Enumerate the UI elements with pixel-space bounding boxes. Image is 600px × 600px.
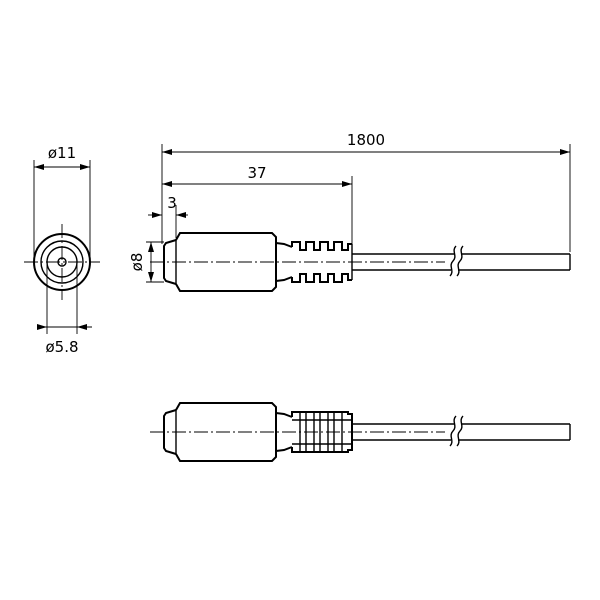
plug-body-outline	[175, 402, 277, 462]
bottom-view	[150, 402, 571, 462]
cable-break-mark	[449, 415, 457, 447]
cable-break-mark	[449, 245, 457, 277]
dim-label-outer-diameter: ø11	[48, 144, 76, 162]
strain-relief-top	[291, 241, 352, 251]
plug-neck-bottom	[275, 276, 293, 282]
dim-label-inner-diameter: ø5.8	[45, 338, 78, 356]
dim-arrow	[77, 324, 87, 330]
plug-neck-top	[275, 412, 293, 418]
dim-label-tip-length: 3	[167, 194, 177, 212]
cable-break-mark	[456, 245, 464, 277]
plug-neck-bottom	[275, 446, 293, 452]
dim-label-cable-length: 1800	[347, 131, 385, 149]
end-view: ø11 ø5.8	[24, 144, 100, 356]
plug-neck-top	[275, 242, 293, 248]
dim-arrow	[37, 324, 47, 330]
dim-label-body-diameter: ø8	[128, 253, 146, 272]
dim-label-connector-length: 37	[247, 164, 266, 182]
side-view: 1800 37 3 ø8	[128, 131, 571, 292]
dim-arrow	[176, 212, 186, 218]
plug-body-outline	[175, 232, 277, 292]
strain-relief-bottom	[291, 273, 352, 283]
cable-break-mark	[456, 415, 464, 447]
